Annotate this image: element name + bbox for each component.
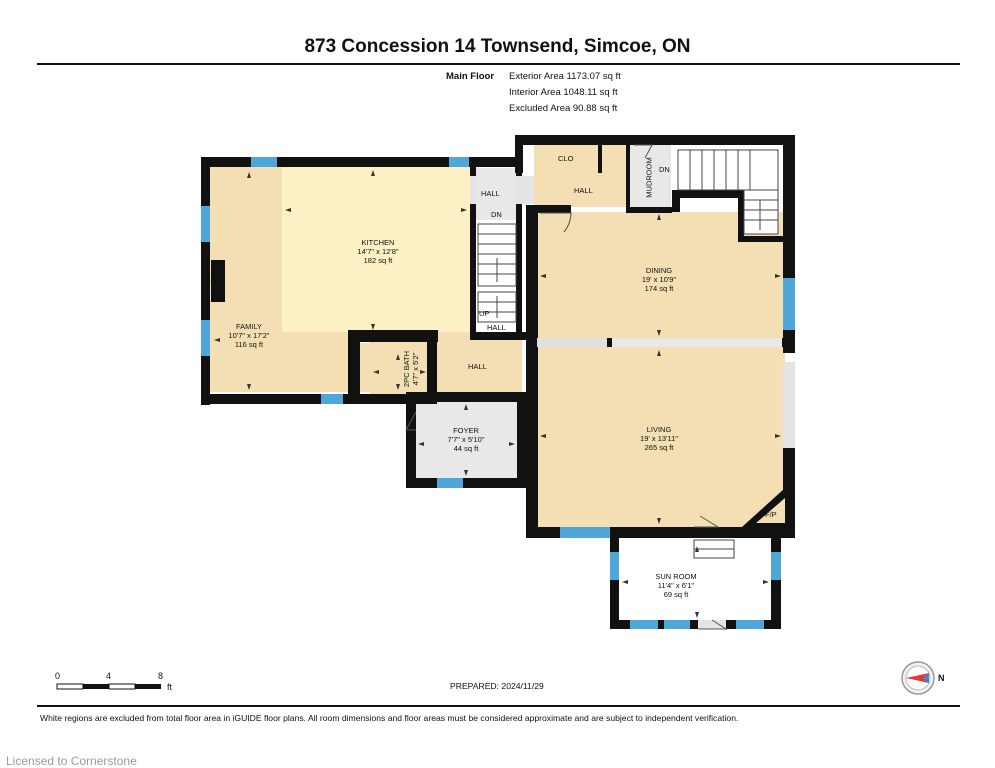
scale-tick-0: 0 (55, 671, 61, 681)
compass-icon (901, 661, 935, 695)
living-fp-label: F/P (765, 510, 777, 519)
kitchen-floor (282, 167, 470, 332)
hall-upper-floor (534, 145, 629, 207)
scale-bar (56, 683, 161, 690)
walls (201, 135, 795, 629)
scale-tick-4: 4 (106, 671, 112, 681)
dn-mudroom-label: DN (659, 165, 670, 174)
hall-mid-floor (436, 340, 522, 392)
living-floor (537, 347, 785, 527)
floor-label: Main Floor (446, 71, 495, 82)
footer-rule (37, 705, 960, 707)
stairs (477, 149, 779, 559)
title-rule (37, 63, 960, 65)
scale-tick-8: 8 (158, 671, 164, 681)
dn-stair-label: DN (491, 210, 502, 219)
scale-unit: ft (167, 682, 173, 692)
mudroom-floor (629, 145, 671, 207)
page-title: 873 Concession 14 Townsend, Simcoe, ON (304, 36, 691, 57)
clo-label: CLO (558, 154, 574, 163)
floor-fills (210, 145, 785, 621)
excluded-area: Excluded Area 90.88 sq ft (509, 103, 618, 114)
openings (470, 176, 795, 629)
disclaimer: White regions are excluded from total fl… (40, 713, 739, 723)
hall-top-label: HALL (481, 189, 500, 198)
interior-area: Interior Area 1048.11 sq ft (509, 87, 618, 98)
compass-label: N (938, 673, 945, 683)
foyer-floor (415, 402, 517, 480)
exterior-area: Exterior Area 1173.07 sq ft (509, 71, 621, 82)
prepared-date: PREPARED: 2024/11/29 (450, 681, 544, 691)
doors (405, 144, 728, 630)
hall-top-floor (474, 168, 516, 220)
family-fp-label: F/P (206, 276, 218, 285)
dimension-ticks (214, 170, 781, 618)
hall-stair-label: HALL (487, 323, 506, 332)
windows (201, 157, 795, 629)
watermark: Licensed to Cornerstone (6, 754, 137, 768)
hall-mid-label: HALL (468, 362, 487, 371)
hall-upper-label: HALL (574, 186, 593, 195)
up-stair-label: UP (479, 309, 490, 318)
mudroom-label: MUDROOM (644, 157, 654, 198)
